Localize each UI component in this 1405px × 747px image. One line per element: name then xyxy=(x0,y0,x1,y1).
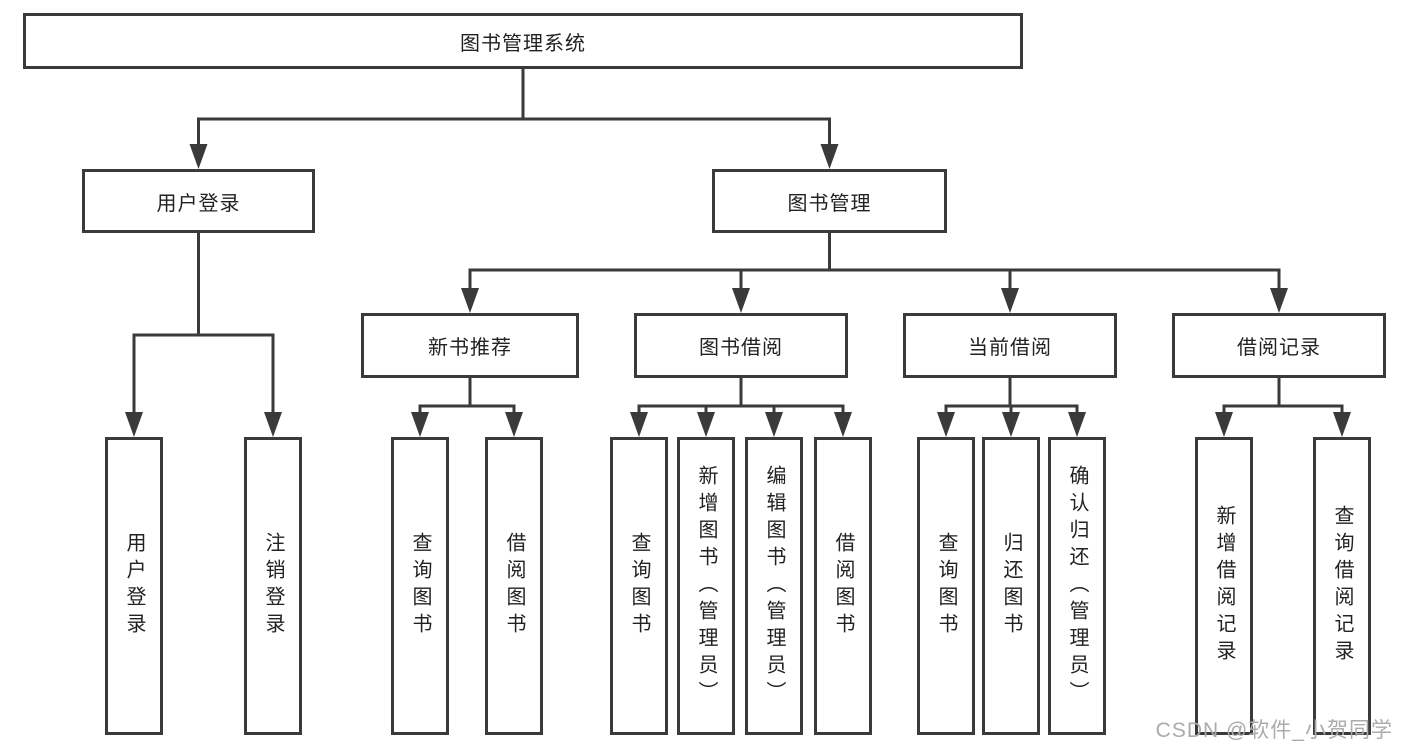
node-borrowing-records: 借阅记录 xyxy=(1172,313,1386,378)
arrowhead-icon xyxy=(411,412,429,437)
leaf-query-books-current-label: 查询图书 xyxy=(935,532,957,640)
leaf-confirm-return-admin: 确认归还（管理员） xyxy=(1048,437,1106,735)
leaf-logout-label: 注销登录 xyxy=(262,532,284,640)
leaf-query-books-newbooks-label: 查询图书 xyxy=(409,532,431,640)
node-current-borrowing: 当前借阅 xyxy=(903,313,1117,378)
leaf-query-books-newbooks: 查询图书 xyxy=(391,437,449,735)
arrowhead-icon xyxy=(1002,412,1020,437)
leaf-query-books-current: 查询图书 xyxy=(917,437,975,735)
node-new-book-recommendation: 新书推荐 xyxy=(361,313,579,378)
leaf-user-login: 用户登录 xyxy=(105,437,163,735)
leaf-query-books-borrowing: 查询图书 xyxy=(610,437,668,735)
arrowhead-icon xyxy=(1215,412,1233,437)
arrowhead-icon xyxy=(732,288,750,313)
arrowhead-icon xyxy=(765,412,783,437)
arrowhead-icon xyxy=(505,412,523,437)
leaf-return-books-label: 归还图书 xyxy=(1000,532,1022,640)
leaf-borrow-books-newbooks-label: 借阅图书 xyxy=(503,532,525,640)
arrowhead-icon xyxy=(264,412,282,437)
leaf-user-login-label: 用户登录 xyxy=(123,532,145,640)
leaf-return-books: 归还图书 xyxy=(982,437,1040,735)
node-book-borrowing: 图书借阅 xyxy=(634,313,848,378)
node-user-login: 用户登录 xyxy=(82,169,315,233)
arrowhead-icon xyxy=(1068,412,1086,437)
leaf-borrow-books-borrowing-label: 借阅图书 xyxy=(832,532,854,640)
arrowhead-icon xyxy=(697,412,715,437)
leaf-borrow-books-newbooks: 借阅图书 xyxy=(485,437,543,735)
leaf-borrow-books-borrowing: 借阅图书 xyxy=(814,437,872,735)
arrowhead-icon xyxy=(189,144,208,169)
leaf-add-borrow-record-label: 新增借阅记录 xyxy=(1213,505,1235,667)
leaf-confirm-return-admin-label: 确认归还（管理员） xyxy=(1066,464,1088,708)
arrowhead-icon xyxy=(461,288,479,313)
leaf-edit-books-admin: 编辑图书（管理员） xyxy=(745,437,803,735)
leaf-query-books-borrowing-label: 查询图书 xyxy=(628,532,650,640)
arrowhead-icon xyxy=(1333,412,1351,437)
arrowhead-icon xyxy=(1001,288,1019,313)
arrowhead-icon xyxy=(125,412,143,437)
node-book-management: 图书管理 xyxy=(712,169,947,233)
arrowhead-icon xyxy=(1270,288,1288,313)
leaf-add-books-admin: 新增图书（管理员） xyxy=(677,437,735,735)
arrowhead-icon xyxy=(937,412,955,437)
leaf-logout: 注销登录 xyxy=(244,437,302,735)
leaf-query-borrow-record: 查询借阅记录 xyxy=(1313,437,1371,735)
arrowhead-icon xyxy=(834,412,852,437)
leaf-add-books-admin-label: 新增图书（管理员） xyxy=(695,464,717,708)
leaf-edit-books-admin-label: 编辑图书（管理员） xyxy=(763,464,785,708)
arrowhead-icon xyxy=(630,412,648,437)
node-library-management-system: 图书管理系统 xyxy=(23,13,1023,69)
leaf-query-borrow-record-label: 查询借阅记录 xyxy=(1331,505,1353,667)
leaf-add-borrow-record: 新增借阅记录 xyxy=(1195,437,1253,735)
arrowhead-icon xyxy=(820,144,839,169)
